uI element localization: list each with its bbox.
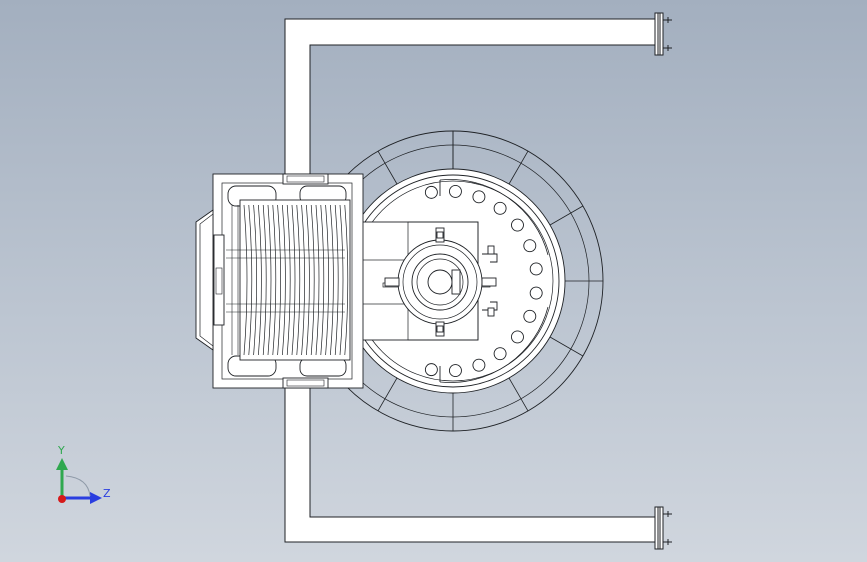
bolt-hole [424,185,438,199]
cable-coil [320,204,325,356]
cable-coil [291,204,296,356]
bolt-hole [424,363,438,377]
y-axis-label: Y [57,444,65,457]
cable-coil [258,204,262,356]
cable-coil [301,204,305,356]
cable-coil [253,204,257,356]
origin-dot [58,495,66,503]
cable-coil [243,204,248,356]
bolt-hole [448,364,462,378]
cable-coil [267,204,272,356]
upper-flange [654,12,672,56]
cable-coil [248,204,253,356]
bolt-hole [472,190,486,204]
cable-coil [296,204,301,356]
upper-rail[interactable] [284,18,656,176]
bolt-hole [511,218,524,232]
bolt-hole [493,347,507,361]
bolt-hole [529,262,543,276]
bolt-hole [523,309,537,323]
cable-coil [286,204,291,356]
cable-coil [306,204,310,356]
bolt-hole [472,358,486,372]
cable-coil [262,204,267,356]
cable-coil [339,204,344,356]
pulley-segment-line [377,377,398,412]
z-axis-label: Z [103,487,111,500]
bolt-hole [529,286,543,300]
motor-end-cap [195,209,214,351]
cable-coil [277,204,281,356]
cable-coil [334,204,339,356]
cable-coil [310,204,315,356]
bolt-hole [493,201,507,215]
winch-housing[interactable] [195,173,364,389]
hub-assembly[interactable] [357,221,498,341]
cable-coil [344,204,349,356]
bolt-hole-ring [424,184,543,378]
cable-coils [243,204,349,356]
pulley-segment-line [377,150,398,185]
cable-coil [282,204,286,356]
pulley-segment-line [549,336,584,357]
cable-coil [325,204,329,356]
hub-clamp-tabs [384,227,498,337]
lower-rail[interactable] [284,387,656,543]
pulley-segment-line [508,150,529,185]
pulley-segment-line [508,377,529,412]
cable-coil [315,204,320,356]
pulley-segment-line [549,205,584,226]
lower-flange [654,506,672,550]
coordinate-triad: Y Z [56,444,111,504]
frame-rails[interactable] [284,12,672,550]
shaft-bore [427,269,453,295]
bolt-hole [511,330,524,344]
bolt-hole [448,184,462,198]
cable-coil [272,204,277,356]
cable-coil [330,204,334,356]
bolt-hole [523,239,537,253]
